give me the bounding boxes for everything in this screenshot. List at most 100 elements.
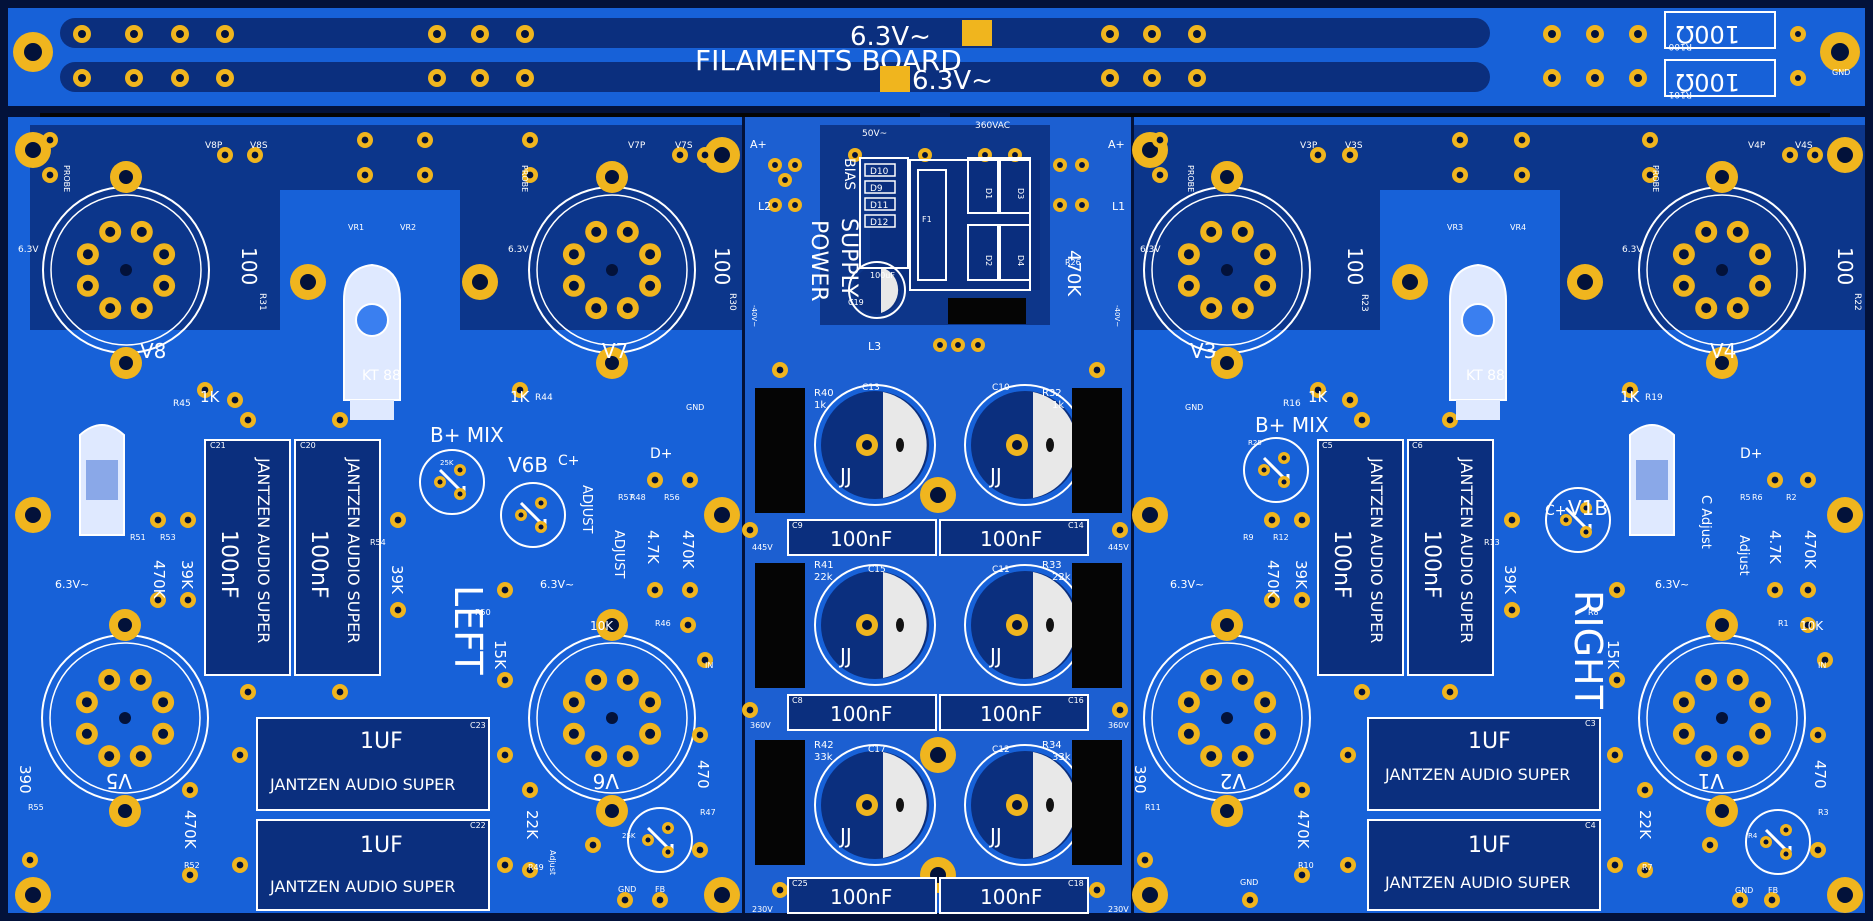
solder-pad — [1504, 512, 1520, 528]
svg-text:6.3V: 6.3V — [1140, 245, 1161, 255]
solder-pad — [742, 702, 758, 718]
c20-label: JANTZEN AUDIO SUPER — [344, 457, 363, 643]
solder-pad — [848, 148, 862, 162]
svg-text:R56: R56 — [664, 493, 680, 502]
solder-pad — [642, 834, 654, 846]
solder-pad — [216, 69, 234, 87]
solder-pad — [522, 132, 538, 148]
svg-text:470K: 470K — [1264, 560, 1282, 600]
solder-pad — [232, 747, 248, 763]
solder-pad — [1354, 684, 1370, 700]
svg-text:1UF: 1UF — [1468, 833, 1511, 858]
tube-socket — [42, 161, 210, 379]
solder-pad — [497, 747, 513, 763]
right-channel-label: RIGHT — [1566, 590, 1610, 710]
svg-text:33k: 33k — [1052, 752, 1071, 763]
svg-text:R23: R23 — [1359, 294, 1369, 312]
solder-pad — [1452, 132, 1468, 148]
solder-pad — [585, 837, 601, 853]
svg-text:R10: R10 — [1298, 861, 1314, 870]
solder-pad — [1112, 522, 1128, 538]
svg-text:JANTZEN AUDIO SUPER: JANTZEN AUDIO SUPER — [1384, 873, 1570, 892]
cap-ref: C10 — [992, 383, 1010, 393]
filament-pads — [13, 25, 1860, 87]
svg-text:25K: 25K — [440, 459, 454, 467]
solder-pad — [772, 882, 788, 898]
c20-ref: C20 — [300, 441, 316, 450]
svg-text:JJ: JJ — [988, 464, 1002, 488]
svg-text:100nF: 100nF — [830, 885, 892, 909]
solder-pad — [768, 158, 782, 172]
solder-pad — [434, 476, 446, 488]
r101-value: 100Ω — [1676, 68, 1740, 96]
svg-text:100nF: 100nF — [980, 702, 1042, 726]
tube-label-v7: V7 — [602, 339, 628, 363]
svg-text:IN: IN — [705, 661, 713, 670]
svg-text:D12: D12 — [870, 218, 888, 228]
svg-text:R19: R19 — [1645, 393, 1663, 403]
solder-pad — [1294, 512, 1310, 528]
svg-text:22k: 22k — [1052, 572, 1071, 583]
solder-pad — [652, 892, 668, 908]
solder-pad — [682, 472, 698, 488]
solder-pad — [1637, 862, 1653, 878]
svg-text:JJ: JJ — [838, 824, 852, 848]
r31-ref: R31 — [257, 293, 267, 311]
solder-pad — [180, 512, 196, 528]
solder-pad — [1442, 684, 1458, 700]
svg-text:R32: R32 — [1042, 388, 1062, 399]
r45-value: 1K — [200, 388, 221, 406]
c19-capacitor — [848, 261, 906, 319]
solder-pad — [1340, 857, 1356, 873]
mount-hole — [15, 497, 51, 533]
svg-text:445V: 445V — [752, 543, 773, 552]
c23-value: 1UF — [360, 729, 403, 754]
svg-text:VR4: VR4 — [1510, 223, 1526, 232]
svg-text:10K: 10K — [1800, 619, 1824, 633]
svg-text:230V: 230V — [752, 905, 773, 914]
mount-hole — [290, 264, 326, 300]
tube-label-v8: V8 — [140, 339, 166, 363]
cap-ref: C15 — [868, 565, 886, 575]
solder-pad — [522, 862, 538, 878]
mount-hole — [1827, 497, 1863, 533]
diode: D9 — [864, 180, 896, 194]
svg-text:IN: IN — [1818, 661, 1826, 670]
solder-pad — [1800, 617, 1816, 633]
solder-pad — [1514, 132, 1530, 148]
tube-label-v5: V5 — [106, 769, 132, 793]
c21-ref: C21 — [210, 441, 226, 450]
solder-pad — [788, 198, 802, 212]
svg-text:6.3V~: 6.3V~ — [1655, 578, 1689, 591]
solder-pad — [1112, 702, 1128, 718]
solder-pad — [617, 892, 633, 908]
svg-text:R49: R49 — [528, 863, 544, 872]
svg-text:GND: GND — [1240, 878, 1258, 887]
svg-text:4.7K: 4.7K — [644, 530, 662, 565]
svg-text:1k: 1k — [814, 400, 826, 411]
kt88-label: KT 88 — [362, 368, 401, 384]
solder-pad — [417, 132, 433, 148]
solder-pad — [1053, 198, 1067, 212]
svg-text:R52: R52 — [184, 861, 200, 870]
svg-text:22K: 22K — [523, 810, 541, 840]
svg-text:R25: R25 — [1248, 439, 1262, 447]
mount-hole — [1132, 877, 1168, 913]
solder-pad — [22, 852, 38, 868]
bias-label: BIAS — [841, 158, 857, 190]
solder-pad — [1702, 837, 1718, 853]
svg-text:D9: D9 — [870, 184, 883, 194]
solder-pad — [697, 652, 713, 668]
left-resistors: 470K 39K 39K 15K 4.7K 470K 390 470 470K … — [16, 165, 716, 894]
electrolytic-capacitor: JJ — [814, 744, 936, 866]
solder-pad — [1609, 582, 1625, 598]
solder-pad — [1452, 167, 1468, 183]
svg-text:4.7K: 4.7K — [1766, 530, 1784, 565]
gnd-label: GND — [1832, 68, 1850, 77]
solder-pad — [1642, 132, 1658, 148]
svg-text:R48: R48 — [630, 493, 646, 502]
svg-text:C Adjust: C Adjust — [1698, 495, 1713, 549]
solder-pad — [515, 509, 527, 521]
